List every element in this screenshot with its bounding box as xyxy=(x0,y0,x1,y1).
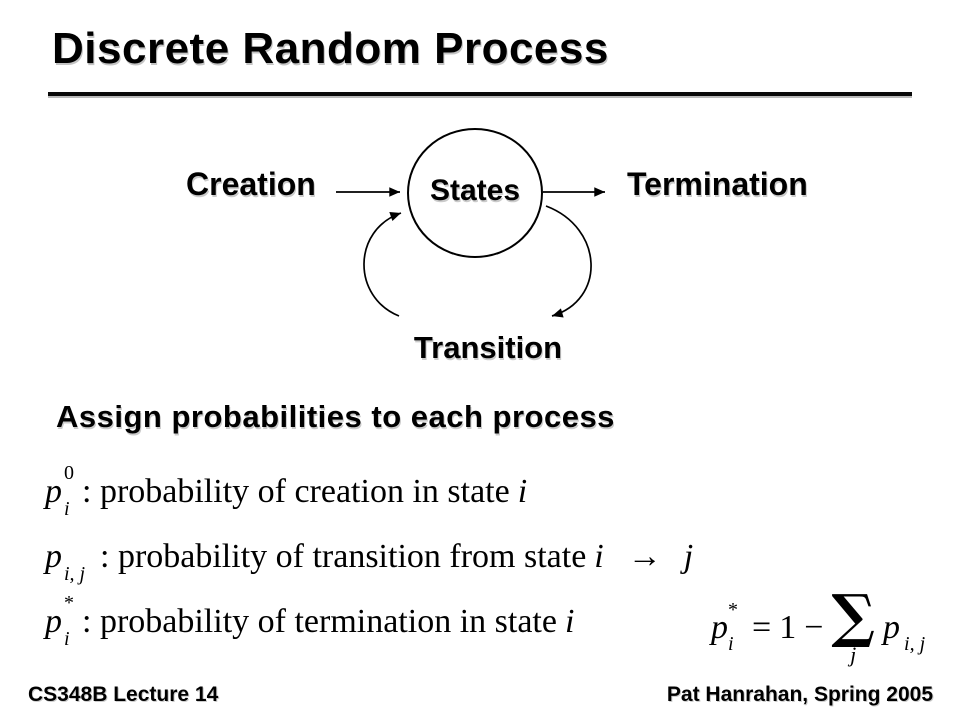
transition-label: Transition xyxy=(413,330,563,365)
states-diagram xyxy=(336,128,606,318)
states-circle xyxy=(407,128,543,258)
page-title: Discrete Random Process xyxy=(52,24,609,73)
termination-probability-definition: p*i: probability of termination in state… xyxy=(45,592,575,650)
transition-loop-left-arrow xyxy=(363,212,402,317)
assign-probabilities-heading: Assign probabilities to each process xyxy=(56,399,615,434)
footer-author-label: Pat Hanrahan, Spring 2005 xyxy=(666,683,933,706)
equation-lhs: p*i xyxy=(711,599,738,655)
maps-to-arrow-icon: → xyxy=(627,538,662,575)
title-underline xyxy=(48,92,912,96)
creation-label: Creation xyxy=(186,166,316,202)
equals-sign: = xyxy=(752,609,772,646)
states-label: States xyxy=(429,174,521,207)
number-one: 1 xyxy=(779,609,797,646)
termination-label: Termination xyxy=(627,166,808,202)
transition-loop-right-arrow xyxy=(545,205,592,318)
p-termination-symbol: p*i xyxy=(45,592,74,650)
summation-symbol: ∑ j xyxy=(831,581,876,668)
minus-sign: − xyxy=(804,609,824,646)
footer-course-label: CS348B Lecture 14 xyxy=(28,683,219,706)
